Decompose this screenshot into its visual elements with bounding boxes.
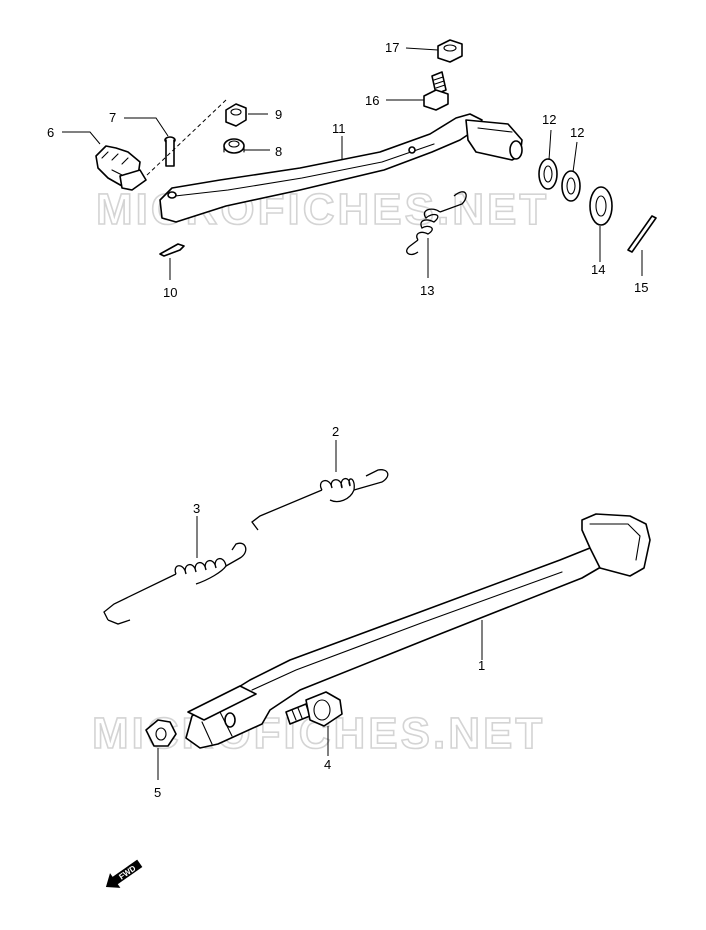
callout-14: 14 (591, 262, 605, 277)
callout-5: 5 (154, 785, 161, 800)
callout-2: 2 (332, 424, 339, 439)
callout-8: 8 (275, 144, 282, 159)
callout-3: 3 (193, 501, 200, 516)
fwd-arrow-icon: FWD (105, 859, 143, 888)
part-12-washer-b[interactable] (561, 170, 581, 202)
part-8-spring-washer[interactable] (223, 138, 245, 154)
callout-4: 4 (324, 757, 331, 772)
callout-17: 17 (385, 40, 399, 55)
part-17-nut[interactable] (437, 39, 463, 63)
part-11-brake-pedal[interactable] (159, 113, 523, 223)
part-7-clevis-pin[interactable] (164, 136, 176, 167)
part-4-bolt[interactable] (285, 691, 343, 727)
part-16-bolt[interactable] (423, 71, 449, 111)
callout-6: 6 (47, 125, 54, 140)
part-10-cotter-pin[interactable] (159, 243, 185, 257)
part-6-pedal-pad[interactable] (95, 145, 147, 191)
callout-13: 13 (420, 283, 434, 298)
part-1-side-stand[interactable] (185, 513, 651, 749)
callout-16: 16 (365, 93, 379, 108)
part-9-nut[interactable] (225, 103, 247, 127)
part-14-washer[interactable] (589, 186, 613, 226)
callout-15: 15 (634, 280, 648, 295)
part-5-nut[interactable] (145, 719, 177, 747)
part-13-return-spring[interactable] (406, 191, 467, 256)
part-12-washer-a[interactable] (538, 158, 558, 190)
callout-10: 10 (163, 285, 177, 300)
callout-12-b: 12 (570, 125, 584, 140)
leader-lines-top (62, 47, 643, 280)
leader-lines-bottom (157, 440, 483, 780)
part-15-cotter-pin[interactable] (627, 215, 657, 253)
assembly-line (145, 99, 227, 177)
part-2-spring[interactable] (251, 469, 389, 531)
callout-1: 1 (478, 658, 485, 673)
part-3-spring[interactable] (103, 542, 247, 625)
callout-7: 7 (109, 110, 116, 125)
callout-11: 11 (332, 121, 346, 136)
callout-9: 9 (275, 107, 282, 122)
callout-12-a: 12 (542, 112, 556, 127)
